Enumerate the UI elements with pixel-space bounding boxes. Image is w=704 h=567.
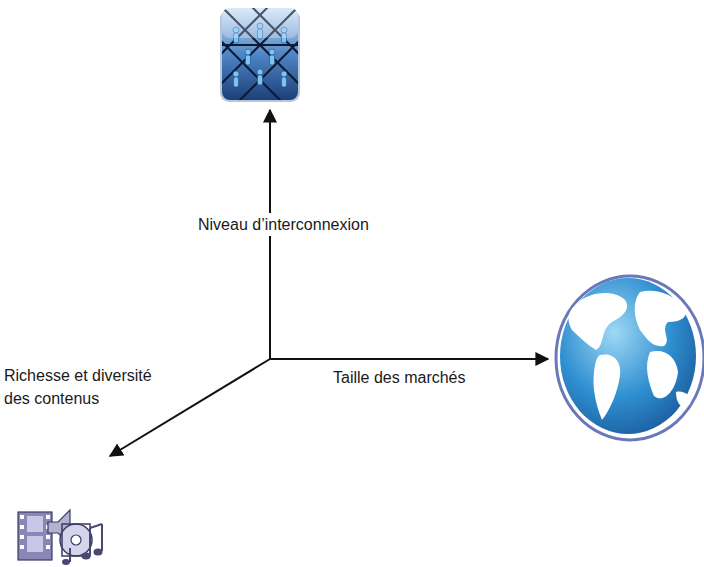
network-icon bbox=[190, 0, 330, 110]
axis-label: Richesse et diversité des contenus bbox=[2, 364, 176, 410]
globe-icon bbox=[556, 276, 704, 440]
axis-label: Niveau d’interconnexion bbox=[196, 213, 371, 236]
axis-label: Taille des marchés bbox=[331, 366, 468, 389]
media-icon bbox=[18, 510, 103, 565]
